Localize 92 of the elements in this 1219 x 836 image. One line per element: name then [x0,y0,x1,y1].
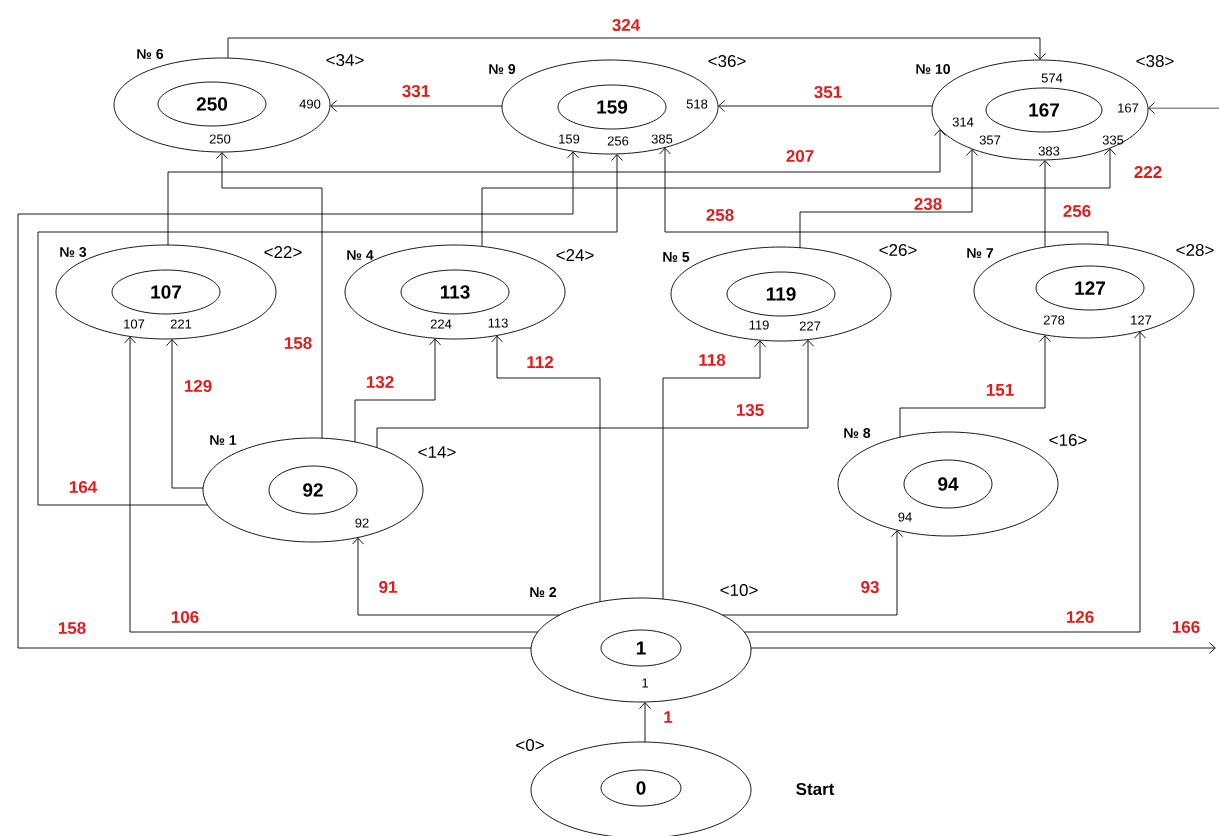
arrow [481,148,1116,247]
value-label: 167 [1118,103,1139,113]
arrow [167,129,946,246]
edge-label: 1 [662,710,674,724]
side-label: <26> [879,244,917,257]
edge-label: 93 [859,580,881,595]
arrow [718,100,933,112]
arrow [750,642,1216,654]
value-label: 221 [170,319,192,329]
edge-label: 331 [400,83,432,99]
side-label: <0> [516,739,544,752]
state-number: № 3 [60,247,87,257]
value-label: 314 [952,117,974,127]
state-number: № 6 [137,49,164,59]
value-label: 113 [488,318,508,328]
edge-label: 158 [56,621,88,636]
edge-label: 126 [1064,610,1096,625]
side-label: <22> [264,246,302,258]
edge-label: 207 [784,149,816,163]
value-label: 107 [124,319,145,329]
value-label: 256 [607,136,629,146]
value-label: 574 [1041,73,1063,83]
edge-label: 324 [610,17,642,33]
arrow [639,702,651,743]
edge-label: 238 [912,196,944,212]
edge-label: 158 [282,336,314,351]
state-number: № 1 [210,435,237,445]
arrow [17,151,579,649]
arrow [1148,102,1219,114]
arrow [166,339,204,489]
state-number: № 4 [347,250,374,260]
arrow [721,530,903,616]
state-number: № 7 [967,248,993,258]
edge-label: 132 [364,375,396,390]
value-label: 159 [559,134,580,144]
value-label: 383 [1038,146,1060,156]
edge-label: 91 [377,580,399,595]
arrow [330,100,503,112]
edge-label: 166 [1170,620,1202,635]
side-label: <14> [418,446,456,458]
side-label: <36> [708,55,746,68]
state-number: № 8 [844,428,871,438]
edge-label: 112 [525,355,555,369]
arrow [352,537,561,616]
value-label: 119 [749,320,769,330]
value-label: 127 [1131,315,1152,325]
value-label: 357 [979,135,1001,145]
value-label: 94 [898,512,912,522]
value-label: 227 [799,321,821,331]
arrow [743,331,1146,633]
state-number: № 10 [916,64,950,74]
value-label: 250 [209,134,231,144]
arrow [216,152,323,439]
value-label: 518 [686,99,708,109]
arrow [899,335,1051,438]
arrow [354,338,441,443]
edge-label: 151 [984,383,1016,397]
edge-label: 129 [182,379,214,394]
side-label: Start [796,783,835,796]
arrow [659,147,1109,246]
value-label: 335 [1102,135,1124,145]
state-number: № 5 [663,252,690,262]
arrow [491,335,601,603]
value-label: 278 [1043,315,1065,325]
edge-label: 351 [812,84,844,100]
edge-label: 118 [697,353,727,368]
value-label: 490 [299,99,321,109]
arrow [799,149,978,249]
side-label: <24> [556,249,594,261]
side-label: <34> [326,54,364,67]
arrow [227,37,1046,60]
value-label: 1 [642,678,648,688]
arrow [37,154,623,506]
side-label: <10> [720,584,758,597]
arrow [376,339,814,449]
arrow [124,336,539,633]
value-label: 224 [430,319,452,329]
state-number: № 2 [530,587,557,597]
state-number: № 9 [489,64,516,74]
edge-label: 164 [67,480,99,495]
edge-label: 106 [169,610,201,625]
side-label: <16> [1049,434,1087,447]
edge-label: 135 [734,403,766,418]
arrow [662,340,766,600]
side-label: <28> [1176,244,1214,257]
arrow [1039,160,1051,248]
edge-label: 258 [704,208,736,222]
edge-label: 222 [1132,165,1164,179]
side-label: <38> [1136,55,1174,68]
edge-label: 256 [1061,204,1093,218]
value-label: 92 [355,518,369,528]
value-label: 385 [651,134,673,144]
